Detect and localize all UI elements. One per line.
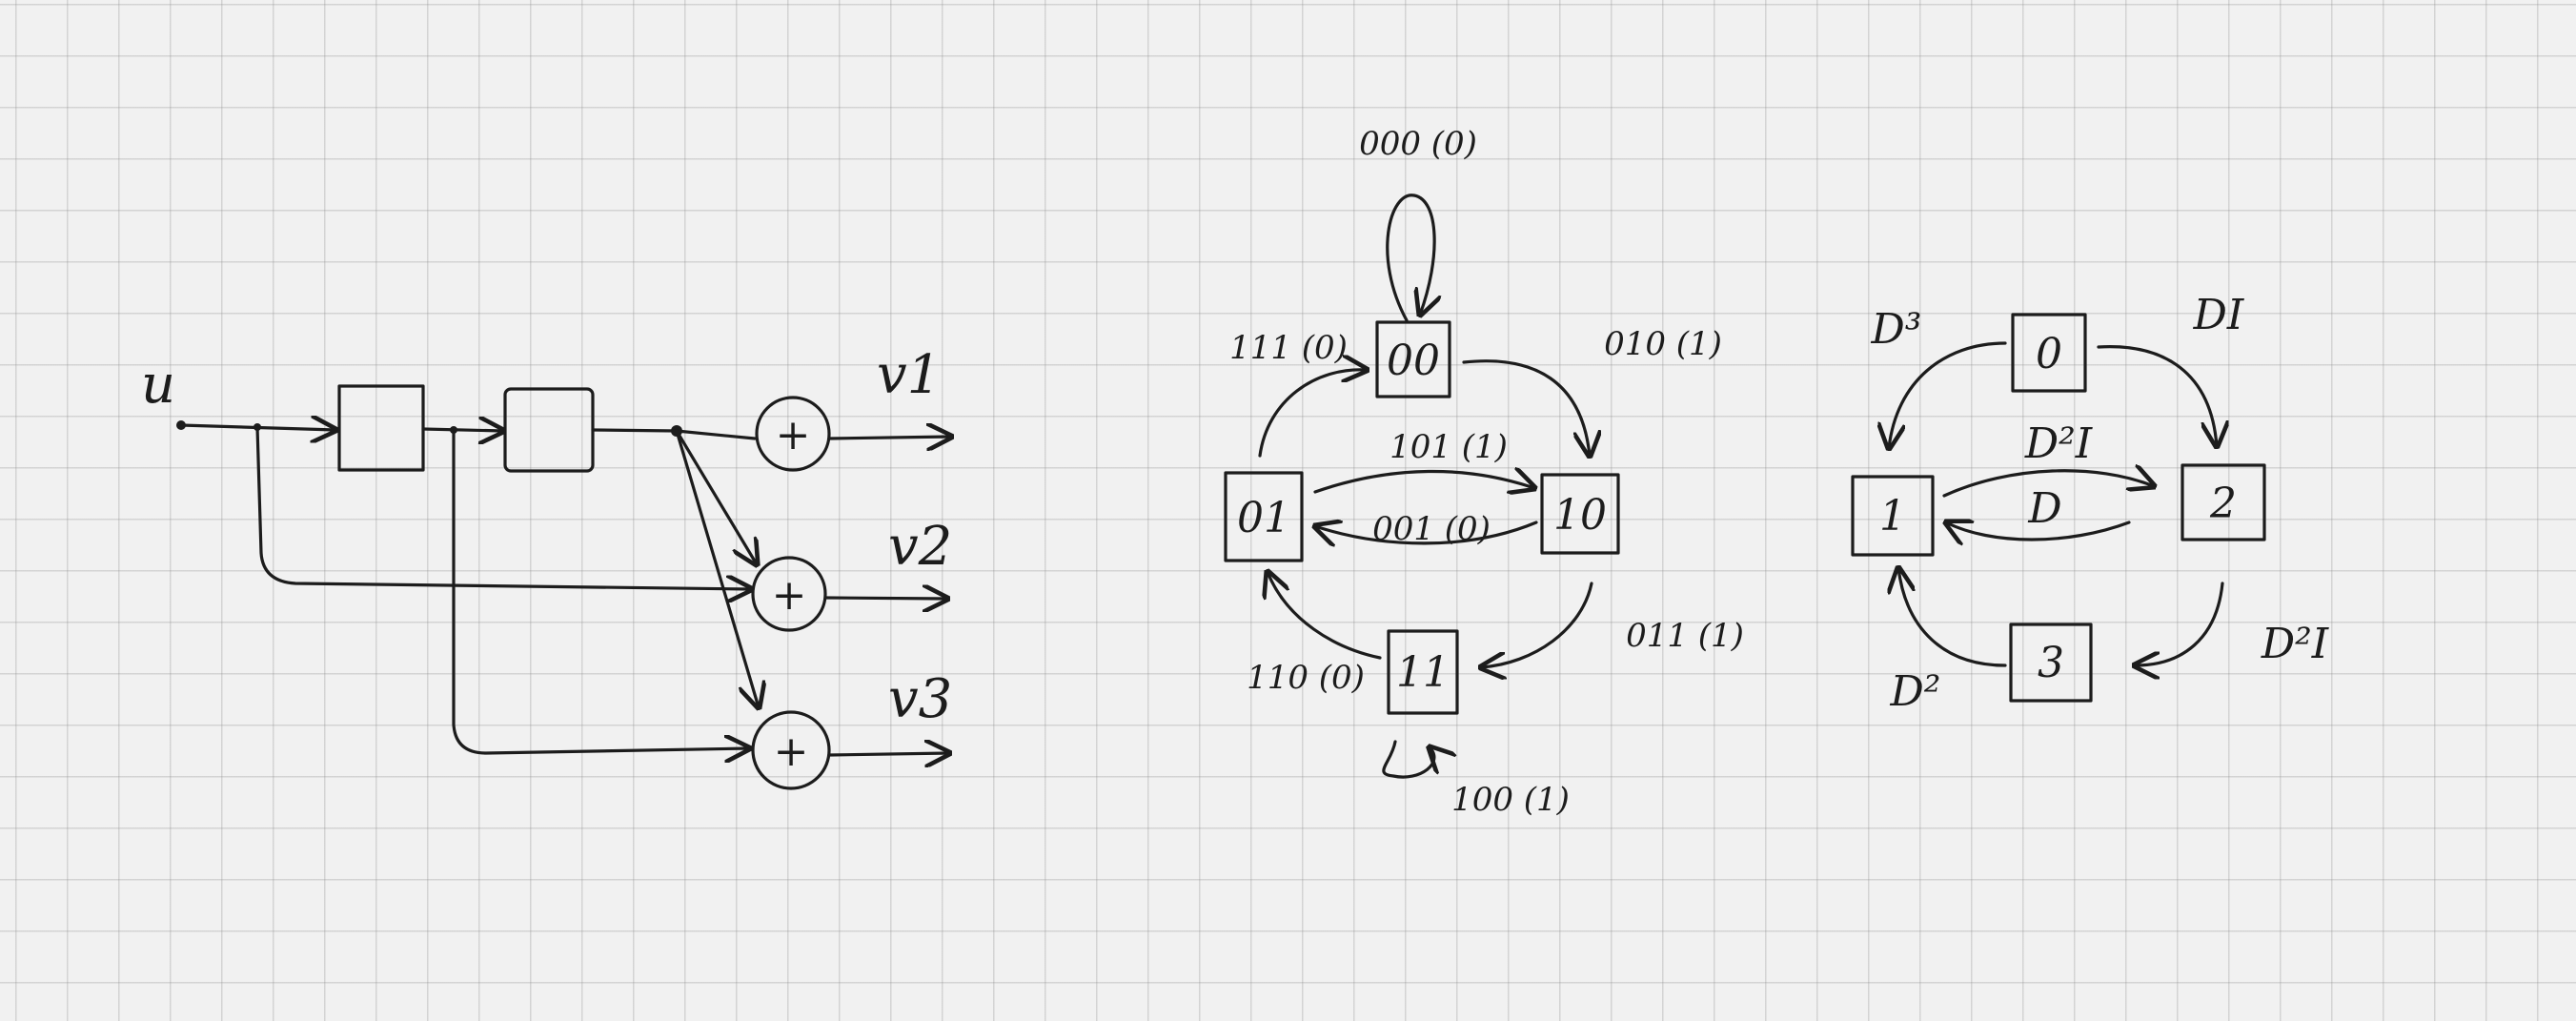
shift-register-1 — [337, 384, 425, 472]
adder-1-plus: + — [776, 411, 811, 459]
wire-to-adder-2 — [675, 429, 757, 564]
gain-D2I-right: D²I — [2261, 620, 2330, 668]
label-111-0: 111 (0) — [1229, 329, 1348, 367]
state-10 — [1540, 473, 1620, 555]
output-v2-wire — [823, 598, 947, 599]
reg1-to-adder-3-wire — [452, 428, 749, 753]
gain-diagram: 0 1 2 3 D³ DI D²I D D²I D² — [1851, 291, 2330, 716]
edge-11-to-01 — [1268, 572, 1382, 660]
output-label-v2: v2 — [888, 516, 952, 578]
state-00-label: 00 — [1387, 337, 1440, 385]
node-0-label: 0 — [2036, 330, 2062, 378]
output-v3-wire — [827, 753, 949, 755]
node-3-label: 3 — [2038, 639, 2064, 687]
state-01-label: 01 — [1237, 494, 1290, 542]
input-label-u: u — [141, 354, 175, 416]
state-10-label: 10 — [1553, 491, 1607, 540]
state-01 — [1224, 471, 1304, 562]
self-loop-11 — [1382, 740, 1434, 779]
adder-2-plus: + — [772, 571, 807, 620]
adder-1 — [755, 396, 831, 472]
output-label-v3: v3 — [888, 668, 952, 730]
output-v1-wire — [827, 437, 951, 439]
convolutional-encoder: u + + + v1 v2 v3 — [141, 344, 952, 790]
node-1 — [1851, 475, 1935, 557]
edge-10-to-11 — [1481, 582, 1593, 667]
output-label-v1: v1 — [877, 344, 941, 406]
edge-2-to-1 — [1946, 522, 2131, 540]
edge-01-to-10 — [1313, 471, 1534, 492]
label-001-0: 001 (0) — [1372, 510, 1491, 548]
adder-3-plus: + — [774, 727, 809, 776]
node-2 — [2180, 463, 2266, 541]
wire-to-adder-1 — [675, 429, 757, 440]
shift-register-2 — [503, 387, 595, 473]
edge-0-to-2 — [2097, 345, 2217, 446]
state-11 — [1387, 629, 1459, 715]
state-11-label: 11 — [1396, 648, 1450, 697]
edge-0-to-1 — [1889, 341, 2007, 448]
self-loop-00 — [1386, 194, 1434, 322]
register2-out-wire — [591, 428, 679, 433]
label-011-1: 011 (1) — [1626, 617, 1744, 655]
adder-3 — [751, 710, 831, 790]
node-1-label: 1 — [1879, 492, 1906, 541]
edge-00-to-10 — [1462, 359, 1590, 456]
gain-D2I-top: D²I — [2024, 419, 2094, 468]
wire-to-adder-3 — [675, 429, 759, 707]
edge-2-to-3 — [2135, 582, 2224, 665]
node-0 — [2011, 313, 2087, 393]
edge-1-to-2 — [1942, 471, 2154, 498]
input-to-adder-2-wire — [255, 425, 751, 589]
label-110-0: 110 (0) — [1247, 659, 1365, 697]
node-3 — [2009, 623, 2093, 703]
label-101-1: 101 (1) — [1389, 428, 1508, 466]
edge-10-to-01 — [1315, 522, 1538, 543]
edge-3-to-1 — [1898, 568, 2007, 667]
gain-DI: DI — [2193, 291, 2245, 339]
gain-D2: D² — [1890, 667, 1941, 716]
gain-D3: D³ — [1871, 305, 1922, 354]
state-diagram: 00 01 10 11 000 (0) 010 (1) 111 (0) 101 … — [1224, 125, 1744, 819]
gain-D: D — [2027, 484, 2061, 533]
adder-2 — [751, 556, 827, 632]
label-100-1: 100 (1) — [1451, 781, 1570, 819]
state-00 — [1375, 320, 1451, 398]
label-010-1: 010 (1) — [1604, 325, 1722, 363]
edge-01-to-00 — [1258, 370, 1367, 458]
node-2-label: 2 — [2209, 480, 2237, 528]
label-000-0: 000 (0) — [1359, 125, 1477, 163]
register-link-wire — [421, 429, 503, 431]
